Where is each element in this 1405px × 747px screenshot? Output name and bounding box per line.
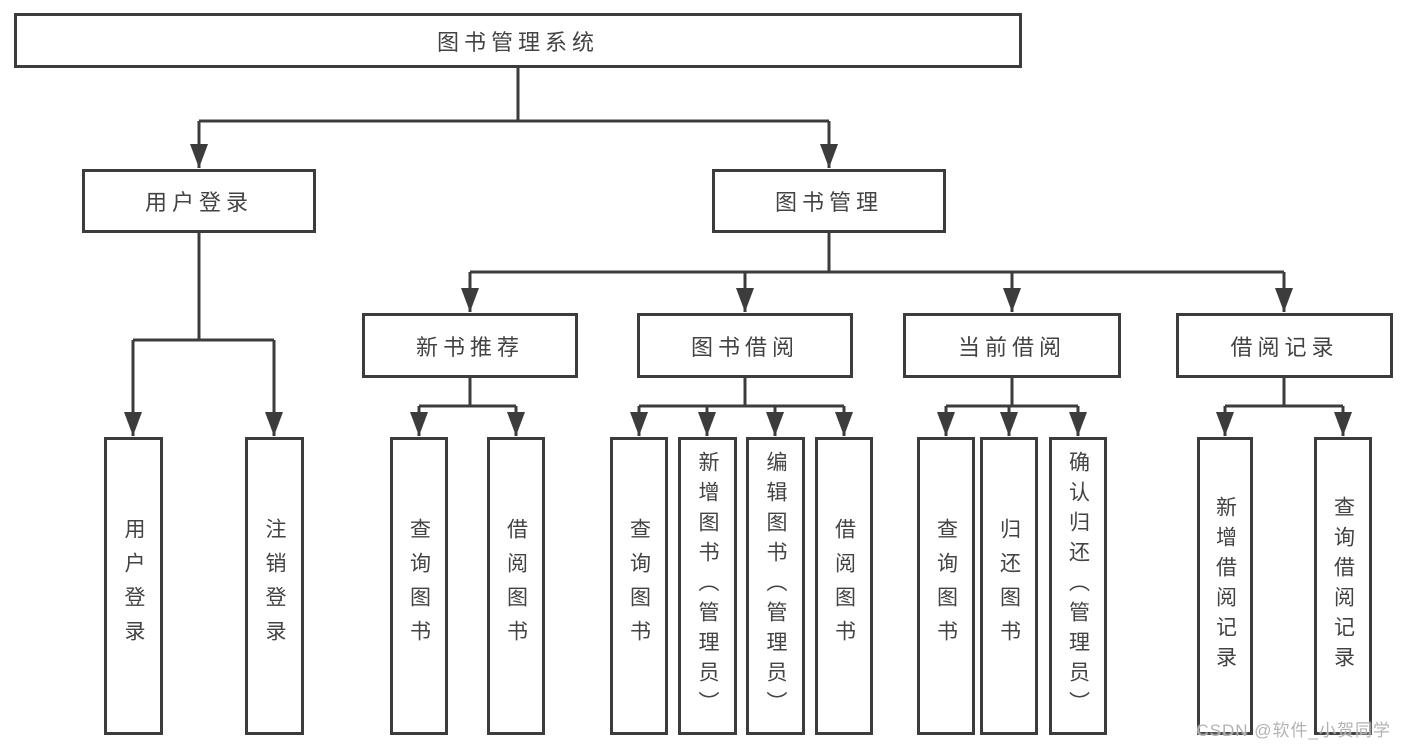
- node-library-management-system: 图书管理系统: [14, 13, 1022, 68]
- leaf-label: 注销登录: [263, 518, 286, 654]
- leaf-borrowing-query-books: 查询图书: [610, 437, 668, 735]
- node-label: 新书推荐: [415, 334, 524, 360]
- leaf-current-query-books: 查询图书: [917, 437, 975, 735]
- leaf-newbook-borrow-books: 借阅图书: [487, 437, 545, 735]
- node-user-login-branch: 用户登录: [82, 169, 316, 233]
- node-book-borrowing: 图书借阅: [637, 313, 853, 378]
- connector-records-trunk: [1225, 378, 1343, 408]
- node-label: 图书管理: [774, 190, 883, 215]
- node-borrowing-records: 借阅记录: [1176, 313, 1393, 378]
- connector-new-book-trunk: [419, 378, 516, 408]
- connector-book-borrowing-trunk: [639, 378, 844, 408]
- leaf-label: 查询借阅记录: [1331, 496, 1355, 676]
- leaf-label: 归还图书: [997, 518, 1021, 654]
- leaf-label: 确认归还（管理员）: [1066, 451, 1090, 721]
- node-new-book-recommend: 新书推荐: [362, 313, 578, 378]
- node-label: 图书借阅: [690, 334, 799, 360]
- connector-current-borrowing-trunk: [946, 378, 1078, 408]
- node-label: 用户登录: [144, 190, 253, 215]
- leaf-newbook-query-books: 查询图书: [390, 437, 448, 735]
- node-label: 借阅记录: [1230, 334, 1339, 360]
- leaf-label: 新增借阅记录: [1213, 496, 1237, 676]
- connector-book-management-trunk: [470, 233, 1284, 274]
- node-label: 当前借阅: [957, 334, 1066, 360]
- leaf-borrowing-add-books-admin: 新增图书（管理员）: [678, 437, 737, 735]
- leaf-user-login: 用户登录: [104, 437, 163, 735]
- leaf-label: 用户登录: [122, 518, 145, 654]
- node-label: 图书管理系统: [436, 29, 599, 55]
- leaf-label: 查询图书: [934, 518, 958, 654]
- leaf-label: 查询图书: [407, 518, 431, 654]
- leaf-records-query-record: 查询借阅记录: [1314, 437, 1372, 735]
- leaf-logout: 注销登录: [245, 437, 304, 735]
- leaf-label: 借阅图书: [832, 518, 856, 654]
- leaf-label: 查询图书: [627, 518, 651, 654]
- node-current-borrowing: 当前借阅: [903, 313, 1121, 378]
- leaf-label: 编辑图书（管理员）: [764, 451, 787, 721]
- leaf-label: 借阅图书: [504, 518, 528, 654]
- leaf-records-add-record: 新增借阅记录: [1197, 437, 1253, 735]
- leaf-borrowing-edit-books-admin: 编辑图书（管理员）: [746, 437, 805, 735]
- leaf-current-return-books: 归还图书: [980, 437, 1038, 735]
- leaf-current-confirm-return-admin: 确认归还（管理员）: [1049, 437, 1107, 735]
- node-book-management-branch: 图书管理: [712, 169, 946, 233]
- connector-user-login-trunk: [133, 233, 274, 342]
- leaf-label: 新增图书（管理员）: [696, 451, 719, 721]
- csdn-watermark: CSDN @软件_小贺同学: [1196, 721, 1391, 740]
- leaf-borrowing-borrow-books: 借阅图书: [815, 437, 873, 735]
- connector-root-trunk: [199, 68, 829, 123]
